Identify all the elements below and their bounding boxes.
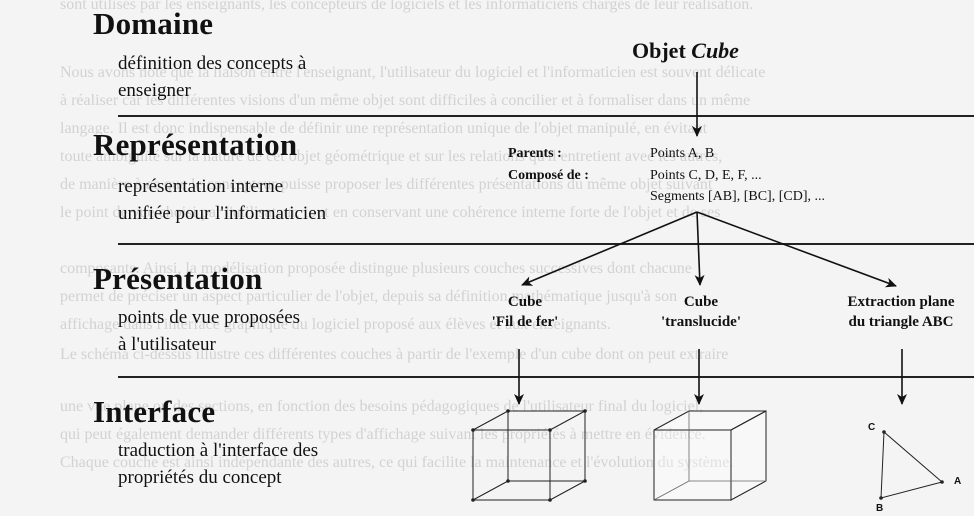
background-text-line: de manière à ce que le concepteur puisse… (60, 176, 713, 193)
layer-description-presentation: points de vue proposées à l'utilisateur (118, 304, 300, 358)
view-label-line: Cube (683, 294, 719, 310)
triangle-abc (879, 430, 944, 500)
layer-description-line: à l'utilisateur (118, 334, 216, 355)
arrow-to-plane-view (696, 211, 897, 288)
representation-value-segments: Segments [AB], [BC], [CD], ... (650, 189, 825, 204)
object-prefix: Objet (632, 38, 686, 63)
view-wireframe-label: Cube 'Fil de fer' (470, 292, 580, 332)
layer-description-line: définition des concepts à (118, 53, 307, 74)
view-plane-extraction-label: Extraction plane du triangle ABC (828, 292, 974, 332)
layer-description-interface: traduction à l'interface des propriétés … (118, 437, 318, 491)
background-text-line: Le schéma ci-dessus illustre ces différe… (60, 346, 729, 363)
representation-value-points: Points C, D, E, F, ... (650, 168, 762, 183)
layer-description-line: enseigner (118, 80, 191, 101)
background-text-line: composants. Ainsi, la modélisation propo… (60, 260, 692, 277)
arrow-to-wireframe-view (521, 211, 698, 286)
layer-separator (118, 376, 974, 378)
layer-description-representation: représentation interne unifiée pour l'in… (118, 173, 326, 227)
representation-label-parents: Parents : (508, 146, 562, 161)
layer-description-line: propriétés du concept (118, 467, 282, 488)
point-label-a: A (954, 476, 962, 487)
background-text-line: le point de vue choisi par l'utilisateur… (60, 204, 721, 221)
layer-description-line: points de vue proposées (118, 307, 301, 328)
background-text-line: sont utilisés par les enseignants, les c… (60, 0, 754, 13)
view-label-line: 'translucide' (660, 314, 741, 330)
background-text-line: permet de préciser un aspect particulier… (60, 288, 678, 305)
background-text-line: à réaliser car les différentes visions d… (60, 92, 751, 109)
layer-title-interface: Interface (93, 394, 216, 429)
layer-title-presentation: Présentation (93, 261, 263, 296)
background-text-line: toute ambiguïté sur la nature de cet obj… (60, 148, 723, 165)
layer-title-domaine: Domaine (93, 6, 214, 41)
layer-description-line: unifiée pour l'informaticien (118, 203, 327, 224)
layer-separator (118, 115, 974, 117)
object-name: Cube (691, 38, 739, 63)
arrow-to-translucent-view (694, 211, 705, 286)
background-text-line: langage. Il est donc indispensable de dé… (60, 120, 708, 137)
layer-description-line: représentation interne (118, 176, 284, 197)
view-label-line: du triangle ABC (848, 314, 954, 330)
background-text-line: Chaque couche est ainsi indépendante des… (60, 454, 734, 471)
object-heading: Objet Cube (632, 38, 739, 64)
point-label-c: C (868, 422, 876, 433)
view-label-line: Cube (507, 294, 543, 310)
view-label-line: Extraction plane (847, 294, 955, 310)
view-translucent-label: Cube 'translucide' (646, 292, 756, 332)
layer-title-representation: Représentation (93, 127, 298, 162)
point-label-b: B (876, 503, 884, 514)
wireframe-cube (471, 409, 587, 502)
layer-separator (118, 243, 974, 245)
representation-label-composed: Composé de : (508, 168, 589, 183)
background-text-line: Nous avons noté que la liaison entre l'e… (60, 64, 766, 81)
representation-value-parents: Points A, B (650, 146, 715, 161)
translucent-cube (653, 410, 767, 501)
layer-description-line: traduction à l'interface des (118, 440, 319, 461)
layer-description-domaine: définition des concepts à enseigner (118, 50, 306, 104)
view-label-line: 'Fil de fer' (491, 314, 559, 330)
background-text-line: affichage dans l'interface graphique du … (60, 316, 611, 333)
